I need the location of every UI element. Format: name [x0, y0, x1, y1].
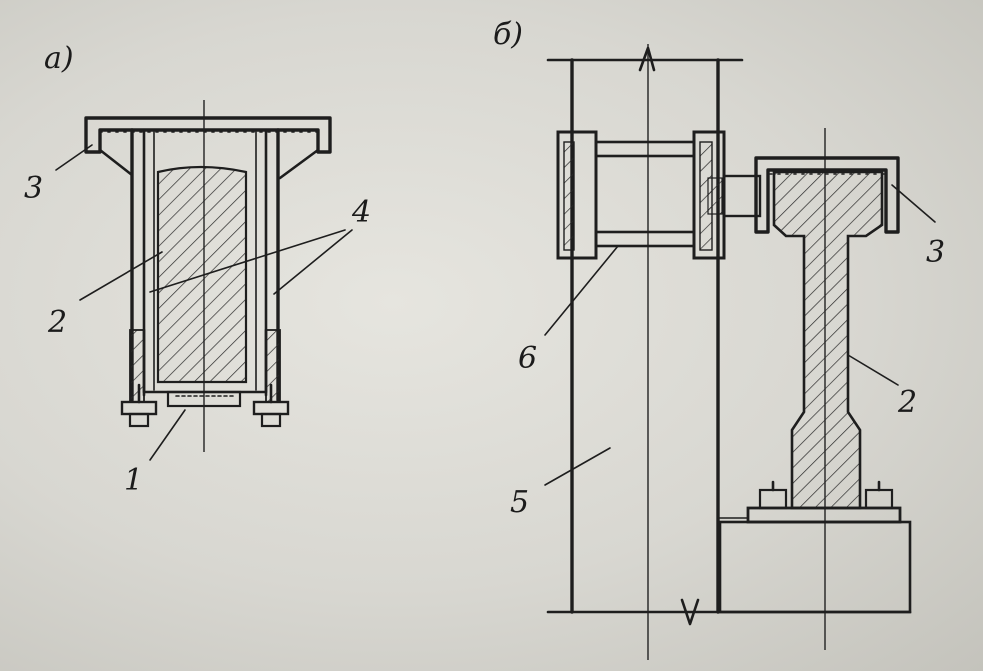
panel-b-drawing	[544, 44, 936, 660]
callout-b-2: 2	[897, 385, 917, 420]
panel-b-label: б)	[493, 17, 523, 52]
callout-b-5: 5	[510, 485, 529, 520]
panel-b-rod-bottom	[594, 230, 696, 248]
panel-b-specimen	[772, 170, 884, 510]
callout-a-1: 1	[124, 463, 143, 498]
panel-b-pedestal	[718, 520, 912, 614]
panel-a-label: а)	[44, 41, 74, 76]
callout-b-3: 3	[926, 235, 945, 270]
panel-b-rod-top	[594, 140, 696, 158]
callout-a-2: 2	[47, 305, 67, 340]
panel-b-cap	[754, 156, 900, 234]
panel-a-cap	[84, 116, 332, 154]
panel-b-clamp-left	[556, 130, 598, 260]
callout-a-4: 4	[351, 195, 371, 230]
panel-a-specimen	[156, 165, 248, 384]
callout-a-3: 3	[24, 171, 43, 206]
panel-a-drawing	[55, 100, 353, 461]
callout-b-6: 6	[518, 341, 537, 376]
panel-b-base-plate	[746, 506, 902, 524]
